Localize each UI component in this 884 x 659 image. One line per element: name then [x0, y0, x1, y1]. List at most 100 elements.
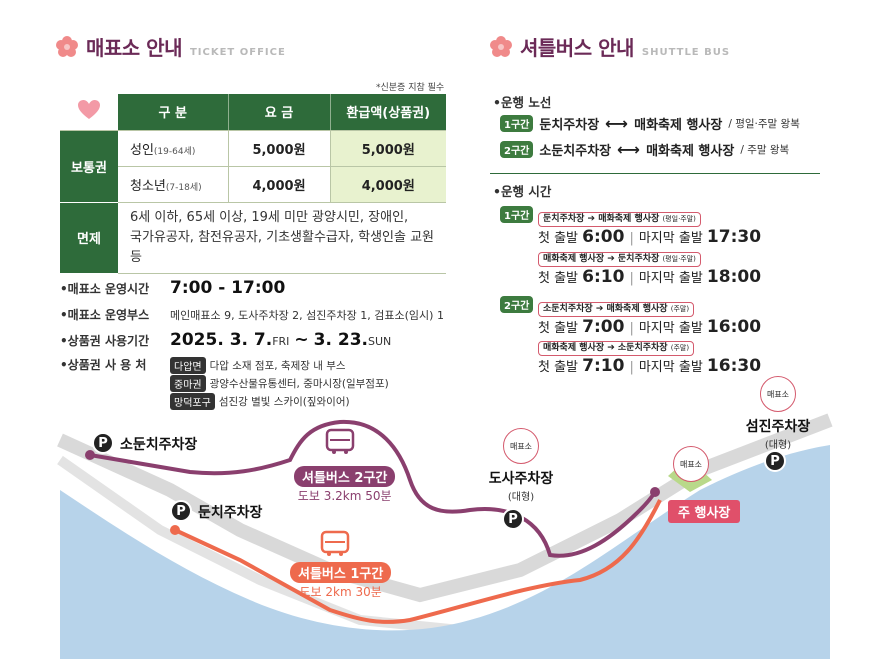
route-to: 매화축제 행사장: [634, 118, 723, 133]
fee-value: 4,000원: [227, 166, 330, 203]
schedule-route: 소둔치주차장 ➔ 매화축제 행사장 (주말): [538, 302, 695, 317]
time-heading: •운행 시간: [493, 184, 552, 199]
booth-label: •매표소 운영부스: [60, 308, 150, 322]
ticket-booth-bubble: 매표소: [503, 428, 539, 464]
booth-row: •매표소 운영부스 메인매표소 9, 도사주차장 2, 섬진주차장 1, 검표소…: [60, 306, 444, 323]
period-row: •상품권 사용기간 2025. 3. 7.FRI ~ 3. 23.SUN: [60, 330, 391, 350]
table-row: 청소년(7-18세) 4,000원 4,000원: [60, 166, 446, 203]
bus1-sub: 도보 2km 30분: [299, 585, 382, 599]
usage-tag: 중마권: [170, 374, 206, 392]
dosa-parking-sub: (대형): [507, 492, 535, 503]
category-youth: 청소년(7-18세): [118, 166, 228, 203]
bus-icon: [325, 428, 355, 454]
parking-icon: P: [764, 450, 786, 472]
refund-value: 4,000원: [329, 166, 446, 203]
ticket-section-title: 매표소 안내 TICKET OFFICE: [56, 32, 286, 61]
bus-icon: [320, 530, 350, 556]
schedule-route: 매화축제 행사장 ➔ 소둔치주차장 (주말): [538, 341, 695, 356]
exempt-label: 면제: [60, 202, 118, 274]
period-start-day: FRI: [272, 335, 290, 348]
hours-value: 7:00 - 17:00: [170, 278, 286, 298]
route-from: 둔치주차장: [539, 118, 600, 133]
exempt-line: 국가유공자, 참전유공자, 기초생활수급자, 학생인솔 교원 등: [130, 229, 435, 265]
table-row: 보통권 성인(19-64세) 5,000원 5,000원: [60, 130, 446, 203]
usage-text: 광양수산물유통센터, 중마시장(일부점포): [209, 377, 389, 390]
usage-label: •상품권 사 용 처: [60, 358, 147, 372]
double-arrow-icon: ⟷: [617, 140, 641, 159]
dunchi-parking-label: 둔치주차장: [198, 505, 263, 521]
schedule-item: 소둔치주차장 ➔ 매화축제 행사장 (주말) 첫 출발 7:00|마지막 출발 …: [538, 296, 761, 337]
schedule-item: 둔치주차장 ➔ 매화축제 행사장 (평일·주말) 첫 출발 6:00|마지막 출…: [538, 206, 761, 247]
parking-icon: P: [170, 500, 192, 522]
route-to: 매화축제 행사장: [646, 144, 735, 159]
schedule-times: 첫 출발 6:00|마지막 출발 17:30: [538, 227, 762, 247]
schedule-route: 둔치주차장 ➔ 매화축제 행사장 (평일·주말): [538, 212, 701, 227]
bus2-sub: 도보 3.2km 50분: [297, 489, 392, 503]
double-arrow-icon: ⟷: [605, 114, 629, 133]
heart-cell: [60, 94, 118, 131]
heart-icon: [78, 99, 100, 119]
exempt-line: 6세 이하, 65세 이상, 19세 미만 광양시민, 장애인,: [130, 209, 409, 225]
segment-badge: 2구간: [500, 141, 534, 158]
usage-tag: 다압면: [170, 356, 206, 374]
category-age: (19-64세): [153, 146, 196, 157]
route-end-marker: [650, 487, 660, 497]
fee-table-header: 구 분 요 금 환급액(상품권): [60, 94, 446, 131]
seomjin-parking: 섬진주차장 (대형): [730, 416, 826, 451]
ticket-title-en: TICKET OFFICE: [189, 47, 286, 58]
route-2: 2구간 소둔치주차장 ⟷ 매화축제 행사장 / 주말 왕복: [500, 140, 789, 159]
schedule-times: 첫 출발 7:10|마지막 출발 16:30: [538, 356, 762, 376]
hours-label: •매표소 운영시간: [60, 282, 150, 296]
route-start-marker: [85, 450, 95, 460]
schedule-item: 매화축제 행사장 ➔ 소둔치주차장 (주말) 첫 출발 7:10|마지막 출발 …: [538, 335, 761, 376]
general-ticket-label: 보통권: [60, 130, 118, 203]
route-2-line: [89, 419, 657, 558]
divider: [490, 173, 820, 174]
hours-row: •매표소 운영시간 7:00 - 17:00: [60, 278, 285, 298]
usage-text: 다압 소재 점포, 축제장 내 부스: [209, 359, 346, 372]
route-1: 1구간 둔치주차장 ⟷ 매화축제 행사장 / 평일·주말 왕복: [500, 114, 800, 133]
dosa-parking-label: 도사주차장: [488, 471, 554, 487]
ticket-title: 매표소 안내: [86, 36, 182, 60]
bus1-label: 셔틀버스 1구간: [290, 562, 392, 583]
river: [60, 445, 830, 659]
header-refund: 환급액(상품권): [330, 94, 446, 131]
plum-blossom-icon: [56, 36, 78, 57]
category-age: (7-18세): [165, 182, 202, 193]
schedule-times: 첫 출발 6:10|마지막 출발 18:00: [538, 267, 762, 287]
period-label: •상품권 사용기간: [60, 334, 150, 348]
period-tilde: ~: [294, 330, 309, 350]
schedule-times: 첫 출발 7:00|마지막 출발 16:00: [538, 317, 762, 337]
parking-icon: P: [92, 432, 114, 454]
exempt-text: 6세 이하, 65세 이상, 19세 미만 광양시민, 장애인, 국가유공자, …: [118, 202, 446, 274]
so-dunchi-parking-label: 소둔치주차장: [120, 437, 198, 453]
bus1-info: 셔틀버스 1구간 도보 2km 30분: [290, 562, 392, 600]
ticket-booth-bubble: 매표소: [760, 376, 796, 412]
shuttle-title-en: SHUTTLE BUS: [641, 47, 731, 58]
dosa-parking: 도사주차장 (대형): [478, 468, 564, 503]
schedule-item: 매화축제 행사장 ➔ 둔치주차장 (평일·주말) 첫 출발 6:10|마지막 출…: [538, 246, 761, 287]
usage-tag: 망덕포구: [170, 392, 215, 410]
table-row: 면제 6세 이하, 65세 이상, 19세 미만 광양시민, 장애인, 국가유공…: [60, 202, 446, 274]
category-name: 청소년: [130, 178, 166, 194]
route-1-line: [174, 499, 662, 624]
fee-value: 5,000원: [227, 130, 330, 167]
bus2-info: 셔틀버스 2구간 도보 3.2km 50분: [294, 466, 396, 504]
route-note: / 평일·주말 왕복: [728, 118, 800, 130]
fee-table: 구 분 요 금 환급액(상품권) 보통권 성인(19-64세) 5,000원 5…: [60, 94, 446, 274]
category-adult: 성인(19-64세): [118, 130, 228, 167]
shuttle-section-title: 셔틀버스 안내 SHUTTLE BUS: [490, 32, 730, 61]
main-venue-label: 주 행사장: [668, 500, 741, 523]
usage-text: 섬진강 별빛 스카이(짚와이어): [218, 395, 350, 408]
shuttle-title: 셔틀버스 안내: [520, 36, 634, 60]
route-start-marker: [170, 525, 180, 535]
header-fee: 요 금: [228, 94, 331, 131]
period-end: 3. 23.: [313, 330, 368, 350]
period-start: 2025. 3. 7.: [170, 330, 273, 350]
route-heading: •운행 노선: [493, 95, 552, 110]
refund-value: 5,000원: [329, 130, 446, 167]
road: [57, 413, 833, 603]
